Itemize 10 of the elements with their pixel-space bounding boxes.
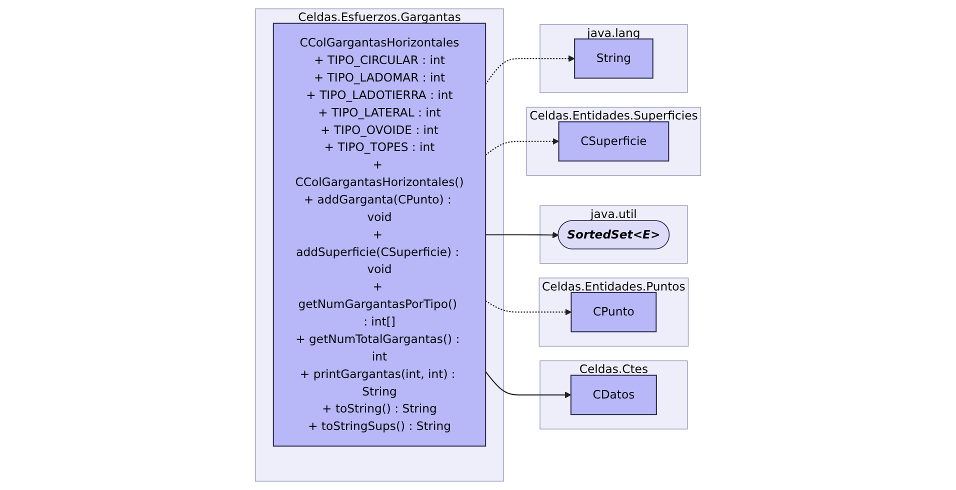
arrow	[485, 55, 575, 85]
arrow	[485, 138, 560, 156]
arrow	[486, 232, 559, 238]
node-box: String	[574, 38, 654, 79]
node-box: CColGargantasHorizontales + TIPO_CIRCULAR : int + TIPO_LADOMAR : int + TIPO_LADOTIERRA : int + TIPO_LATERAL : int + TIPO_OVOIDE : int + TIPO_TOPES : int + CColGargantasHorizontales() + addGarganta(CPunto) : void + addSuperficie(CSuperficie) : void + getNumGargantasPorTipo() : int[] + getNumTotalGargantas() : int + printGargantas(int, int) : String + toString() : String + toStringSups() : String	[272, 22, 486, 447]
node-box: CPunto	[570, 292, 657, 332]
node-box: CDatos	[570, 374, 657, 416]
node-box: CSuperficie	[558, 121, 670, 162]
arrow	[485, 371, 572, 398]
arrow	[485, 300, 572, 316]
